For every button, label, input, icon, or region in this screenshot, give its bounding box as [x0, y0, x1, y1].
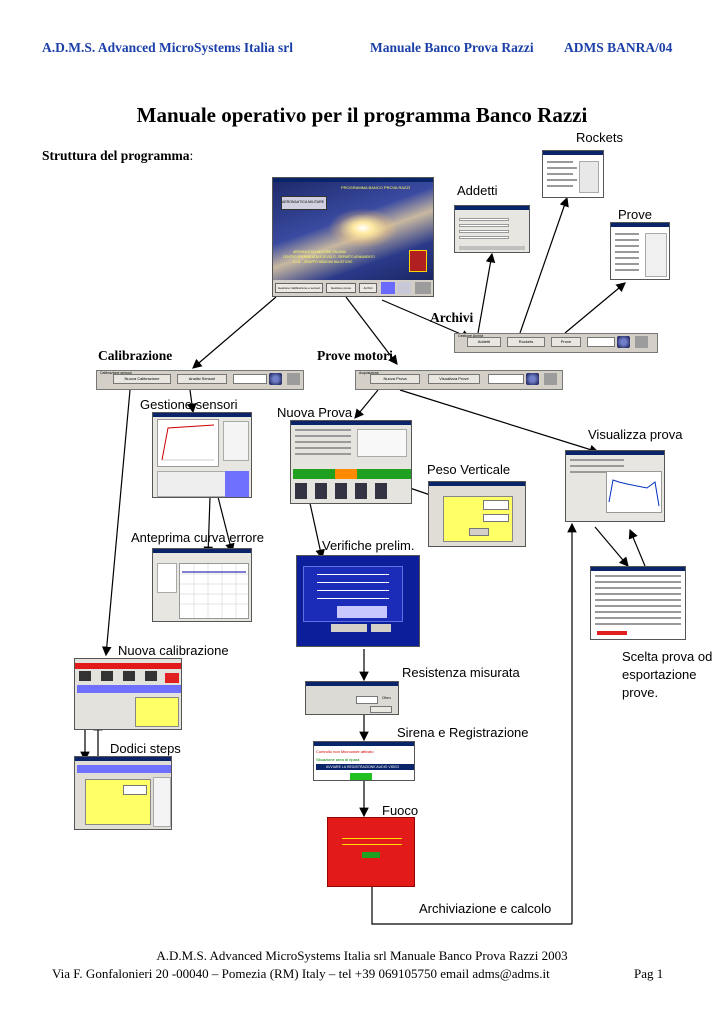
label-gestione-sensori: Gestione sensori: [140, 397, 238, 412]
anteprima-curva-screenshot: [152, 548, 252, 622]
label-archiviazione: Archiviazione e calcolo: [419, 901, 552, 916]
addetti-button[interactable]: Addetti: [467, 337, 501, 347]
sirena-line2: Situazione area di ripara: [316, 757, 360, 762]
label-nuova-prova: Nuova Prova: [277, 405, 353, 420]
header-manual: Manuale Banco Prova Razzi: [370, 40, 534, 55]
exit-button[interactable]: [415, 282, 431, 294]
addetti-screenshot: [454, 205, 530, 253]
gestione-sensori-screenshot: [152, 412, 252, 498]
label-sirena: Sirena e Registrazione: [397, 725, 529, 740]
label-scelta-2: esportazione: [622, 667, 697, 682]
structure-label: Struttura del programma:: [42, 148, 194, 163]
prove-screenshot: [610, 222, 670, 280]
prove-logo-icon: [526, 373, 539, 385]
label-archivi: Archivi: [430, 310, 474, 325]
label-fuoco: Fuoco: [382, 803, 419, 818]
footer-line2: Via F. Gonfalonieri 20 -00040 – Pomezia …: [52, 966, 550, 981]
fuoco-screenshot: [327, 817, 415, 887]
label-resistenza: Resistenza misurata: [402, 665, 520, 680]
label-addetti: Addetti: [457, 183, 498, 198]
sensor-analysis-button[interactable]: Analisi Sensori: [177, 374, 227, 384]
scelta-prova-screenshot: [590, 566, 686, 640]
footer-line1: A.D.M.S. Advanced MicroSystems Italia sr…: [156, 948, 568, 963]
prove-toolbar-title: Acquisizione: [359, 371, 379, 375]
verifiche-prelim-screenshot: [296, 555, 420, 647]
dodici-steps-screenshot: [74, 756, 172, 830]
sirena-line3: AVVIARE LA REGISTRAZIONE AUDIO VIDEO: [316, 764, 414, 770]
rockets-button[interactable]: Rockets: [507, 337, 545, 347]
label-scelta-3: prove.: [622, 685, 659, 700]
main-window-caption: PROGRAMMA BANCO PROVA RAZZI: [341, 185, 411, 190]
resistenza-screenshot: Ohm: [305, 681, 399, 715]
label-visualizza-prova: Visualizza prova: [588, 427, 683, 442]
label-rockets: Rockets: [576, 130, 623, 145]
main-window-screenshot: AERONAUTICA MILITARE PROGRAMMA BANCO PRO…: [272, 177, 434, 297]
footer-page: Pag 1: [634, 966, 664, 981]
peso-verticale-screenshot: [428, 481, 526, 547]
prove-toolbar: Acquisizione Nuova Prova Visualizza Prov…: [355, 370, 563, 390]
calib-logo-icon: [269, 373, 282, 385]
rockets-screenshot: [542, 150, 604, 198]
label-verifiche-prelim: Verifiche prelim.: [322, 538, 415, 553]
sirena-confirm-button[interactable]: [350, 773, 372, 780]
main-window-line1: AERONAUTICA MILITARE ITALIANA: [293, 250, 347, 254]
header-code: ADMS BANRA/04: [564, 40, 673, 55]
label-peso-verticale: Peso Verticale: [427, 462, 511, 477]
calib-toolbar-title: Calibrazione sensori: [100, 371, 132, 375]
user-badge: [397, 282, 411, 294]
archivi-toolbar-title: Gestione Archivi: [458, 334, 484, 338]
fire-button[interactable]: [362, 852, 380, 858]
page-title: Manuale operativo per il programma Banco…: [136, 103, 588, 127]
prove-exit-button[interactable]: [544, 373, 557, 385]
test-management-button[interactable]: Gestione prove: [326, 283, 356, 293]
archivi-exit-button[interactable]: [635, 336, 648, 348]
coat-of-arms-icon: [409, 250, 427, 272]
main-window-line2: CENTRO SPERIMENTALE DI VOLO - REPARTO AR…: [283, 255, 375, 259]
new-test-button[interactable]: Nuova Prova: [370, 374, 420, 384]
label-calibrazione: Calibrazione: [98, 348, 173, 363]
archivi-toolbar: Gestione Archivi Addetti Rockets Prove: [454, 333, 658, 353]
calibrazione-toolbar: Calibrazione sensori Nuova Calibrazione …: [96, 370, 304, 390]
main-window-logo-text: AERONAUTICA MILITARE: [282, 200, 324, 204]
nuova-calibrazione-screenshot: [74, 658, 182, 730]
header-company: A.D.M.S. Advanced MicroSystems Italia sr…: [42, 40, 293, 55]
label-anteprima-curva: Anteprima curva errore: [131, 530, 264, 545]
new-calibration-button[interactable]: Nuova Calibrazione: [113, 374, 171, 384]
nuova-prova-screenshot: [290, 420, 412, 504]
sirena-line1: Controllo non Microonde attivato: [316, 749, 374, 754]
label-dodici-steps: Dodici steps: [110, 741, 181, 756]
archivi-logo-icon: [617, 336, 630, 348]
main-window-line3: G.I.B. - GRUPPO INDAGINI BALISTICHE: [293, 260, 353, 264]
label-prove-motori: Prove motori: [317, 348, 393, 363]
sirena-screenshot: Controllo non Microonde attivato Situazi…: [313, 741, 415, 781]
prove-button[interactable]: Prove: [551, 337, 581, 347]
label-scelta-1: Scelta prova od: [622, 649, 713, 664]
label-prove: Prove: [618, 207, 652, 222]
status-indicator: [381, 282, 395, 294]
label-nuova-calibrazione: Nuova calibrazione: [118, 643, 229, 658]
visualizza-prova-screenshot: [565, 450, 665, 522]
calib-exit-button[interactable]: [287, 373, 300, 385]
archives-button[interactable]: Archivi: [359, 283, 377, 293]
view-tests-button[interactable]: Visualizza Prove: [428, 374, 480, 384]
calibration-button[interactable]: Gestione Calibrazione e sensori: [275, 283, 323, 293]
resistenza-unit: Ohm: [382, 695, 391, 700]
